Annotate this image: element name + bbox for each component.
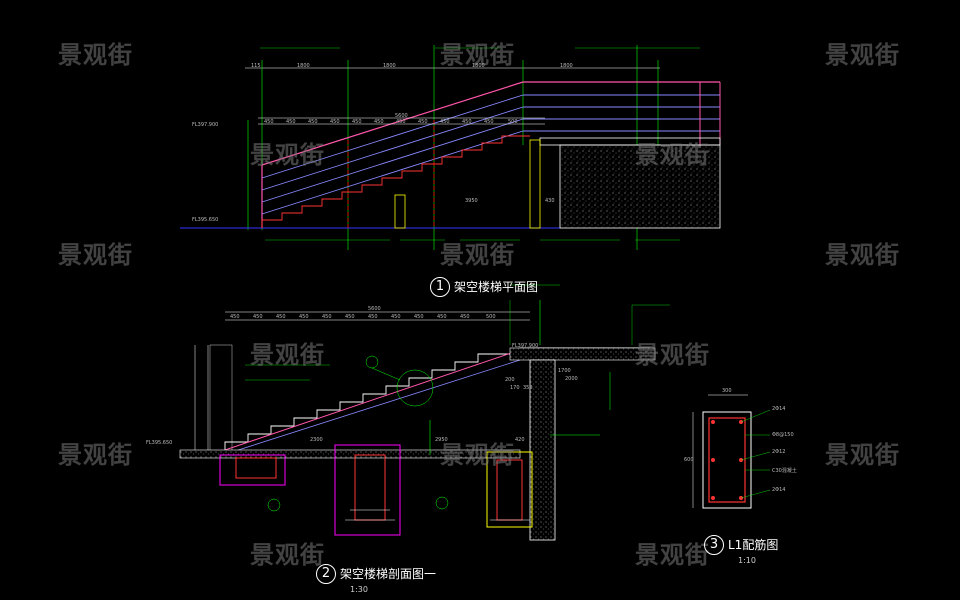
watermark: 景观街 [58,441,133,469]
detail-width: 300 [722,388,732,394]
tread-dim: 450 [308,119,318,125]
watermark: 景观街 [440,41,515,69]
detail-title-text: L1配筋图 [728,538,779,552]
watermark: 景观街 [635,141,710,169]
detail-title-number: 3 [704,534,724,555]
tread-dim: 450 [414,314,424,320]
plan-top-dim: 1800 [560,63,573,69]
plan-title-text: 架空楼梯平面图 [454,280,539,294]
tread-dim: 450 [460,314,470,320]
tread-dim: 450 [352,119,362,125]
section-dim: 200 [505,377,515,383]
section-scale: 1:30 [350,585,368,594]
plan-top-dim: 1800 [472,63,485,69]
tread-dim: 450 [299,314,309,320]
watermark: 景观街 [250,141,325,169]
watermark: 景观街 [825,41,900,69]
watermark: 景观街 [250,541,325,569]
section-title-text: 架空楼梯剖面图一 [340,567,437,581]
section-dim: 350 [523,385,533,391]
watermark: 景观街 [58,41,133,69]
plan-total-dim: 5600 [395,113,408,119]
watermark: 景观街 [440,241,515,269]
watermark: 景观街 [250,341,325,369]
tread-dim: 450 [396,119,406,125]
tread-dim: 450 [345,314,355,320]
section-dim: 170 [510,385,520,391]
section-dim: 2000 [565,376,578,382]
tread-dim: 450 [437,314,447,320]
section-title-number: 2 [316,563,336,584]
rebar-label: 2Φ12 [772,449,786,455]
plan-dim: 430 [545,198,555,204]
rebar-label: 2Φ14 [772,487,786,493]
tread-dim: 450 [230,314,240,320]
tread-dim: 500 [508,119,518,125]
rebar-label: Φ8@150 [772,432,794,438]
watermark: 景观街 [440,441,515,469]
tread-dim: 450 [322,314,332,320]
watermark: 景观街 [58,241,133,269]
plan-left-dim: 115 [251,63,261,69]
tread-dim: 450 [368,314,378,320]
tread-dim: 450 [391,314,401,320]
section-title: 2 架空楼梯剖面图一 1:30 [316,563,437,594]
section-dim: 2950 [435,437,448,443]
plan-top-dim: 1800 [297,63,310,69]
tread-dim: 450 [286,119,296,125]
tread-dim: 450 [264,119,274,125]
tread-dim: 450 [484,119,494,125]
plan-top-dim: 1800 [383,63,396,69]
tread-dim: 450 [462,119,472,125]
plan-elev-bottom: FL395.650 [192,217,219,223]
rebar-label: 2Φ14 [772,406,786,412]
rebar-label: C30混凝土 [772,468,797,474]
plan-title-number: 1 [430,276,450,297]
plan-elev-top: FL397.900 [192,122,219,128]
tread-dim: 450 [330,119,340,125]
section-elev-top: FL397.900 [512,343,539,349]
tread-dim: 500 [486,314,496,320]
tread-dim: 450 [276,314,286,320]
tread-dim: 450 [253,314,263,320]
section-dim: 1700 [558,368,571,374]
watermark: 景观街 [635,341,710,369]
watermark: 景观街 [825,441,900,469]
plan-dim: 3950 [465,198,478,204]
tread-dim: 450 [374,119,384,125]
watermark: 景观街 [635,541,710,569]
section-dim: 420 [515,437,525,443]
tread-dim: 450 [440,119,450,125]
watermark: 景观街 [825,241,900,269]
detail-title: 3 L1配筋图 1:10 [704,534,779,565]
plan-title: 1 架空楼梯平面图 [430,276,538,297]
detail-height: 600 [684,457,694,463]
section-view [179,284,670,541]
detail-scale: 1:10 [738,556,756,565]
section-elev-bottom: FL395.650 [146,440,173,446]
rebar-detail [692,394,771,509]
section-total-dim: 5600 [368,306,381,312]
tread-dim: 450 [418,119,428,125]
plan-view [180,45,721,250]
section-dim: 2300 [310,437,323,443]
